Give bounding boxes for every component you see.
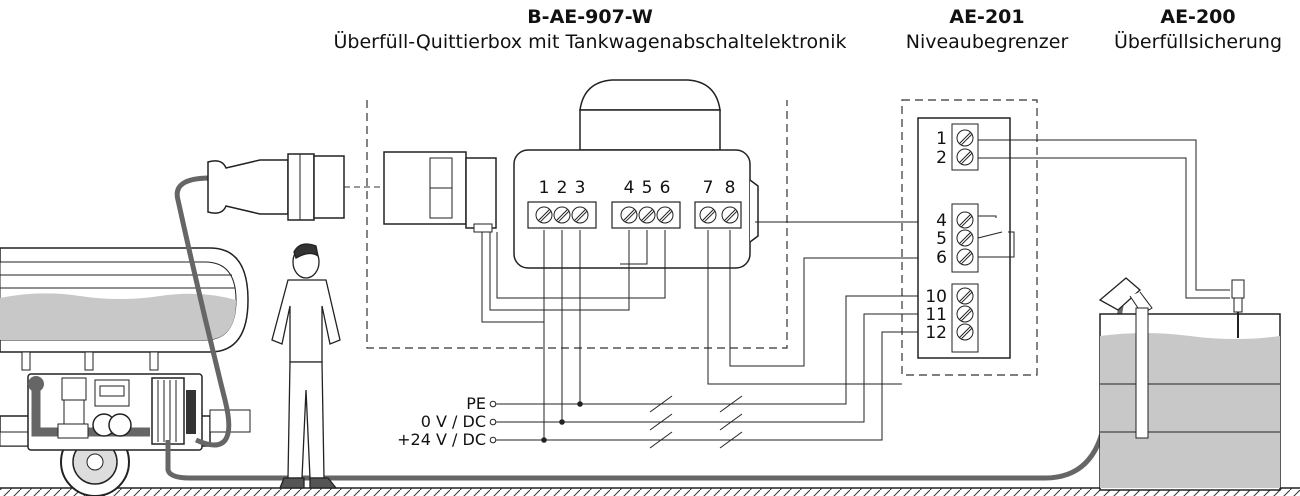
quittierbox-boundary	[366, 100, 788, 349]
niveaubegrenzer-code: AE-201	[949, 6, 1025, 28]
terminal-screw	[956, 129, 974, 147]
terminal-screw	[553, 206, 571, 224]
supply-label-0: PE	[466, 394, 486, 413]
box-terminal-label-4: 4	[624, 178, 635, 198]
ae201-terminal-label-2: 2	[936, 148, 947, 168]
storage-tank	[1099, 313, 1281, 491]
niveaubegrenzer-boundary	[901, 99, 1038, 376]
ueberfuellsicherung-description: Überfüllsicherung	[1113, 31, 1283, 53]
quittierbox-code: B-AE-907-W	[527, 6, 653, 28]
header-ueberfuellsicherung: AE-200 Überfüllsicherung	[1100, 8, 1296, 52]
ae201-terminal-label-1: 1	[936, 129, 947, 149]
terminal-screw	[956, 323, 974, 341]
quittierbox-housing	[513, 79, 759, 269]
box-terminal-label-5: 5	[642, 178, 653, 198]
ground	[0, 487, 1300, 496]
terminal-screw	[956, 148, 974, 166]
supply-rails	[494, 295, 918, 449]
ae201-terminal-label-11: 11	[925, 305, 947, 325]
terminal-screw	[656, 206, 674, 224]
ueberfuellsicherung-code: AE-200	[1160, 6, 1236, 28]
box-terminal-label-8: 8	[725, 178, 736, 198]
box-terminal-label-6: 6	[660, 178, 671, 198]
quittierbox-description: Überfüll-Quittierbox mit Tankwagenabscha…	[333, 31, 847, 53]
ae201-terminal-label-10: 10	[925, 287, 947, 307]
terminal-screw	[956, 211, 974, 229]
relay-contact	[977, 215, 1015, 258]
ae201-wiring	[755, 221, 918, 366]
terminal-screw	[721, 206, 739, 224]
terminal-screw	[956, 229, 974, 247]
filling-nozzle	[1098, 277, 1153, 439]
box-wiring	[481, 230, 918, 440]
overfill-sensor	[1231, 279, 1245, 338]
box-terminal-label-3: 3	[575, 178, 586, 198]
box-socket	[383, 151, 497, 233]
box-terminal-label-1: 1	[539, 178, 550, 198]
supply-label-1: 0 V / DC	[421, 412, 486, 431]
header-niveaubegrenzer: AE-201 Niveaubegrenzer	[882, 8, 1092, 52]
pump-cabinet	[27, 373, 203, 451]
sensor-wiring	[978, 139, 1230, 299]
ae201-terminal-label-12: 12	[925, 323, 947, 343]
ae201-terminal-label-5: 5	[936, 229, 947, 249]
supply-dots	[541, 401, 583, 443]
terminal-screw	[620, 206, 638, 224]
supply-open-terminals	[489, 400, 497, 444]
ae201-terminal-label-4: 4	[936, 211, 947, 231]
truck-plug	[207, 153, 345, 221]
box-terminal-label-2: 2	[557, 178, 568, 198]
supply-label-2: +24 V / DC	[397, 430, 486, 449]
operator-person	[271, 243, 341, 489]
terminal-screw	[956, 305, 974, 323]
truck-cable	[174, 175, 232, 448]
ae201-terminal-label-6: 6	[936, 248, 947, 268]
tank-truck	[0, 247, 251, 496]
header-quittierbox: B-AE-907-W Überfüll-Quittierbox mit Tank…	[300, 8, 880, 52]
terminal-screw	[571, 206, 589, 224]
terminal-screw	[638, 206, 656, 224]
terminal-screw	[956, 287, 974, 305]
niveaubegrenzer-description: Niveaubegrenzer	[905, 31, 1069, 53]
terminal-screw	[535, 206, 553, 224]
terminal-screw	[699, 206, 717, 224]
terminal-screw	[956, 248, 974, 266]
box-terminal-label-7: 7	[703, 178, 714, 198]
